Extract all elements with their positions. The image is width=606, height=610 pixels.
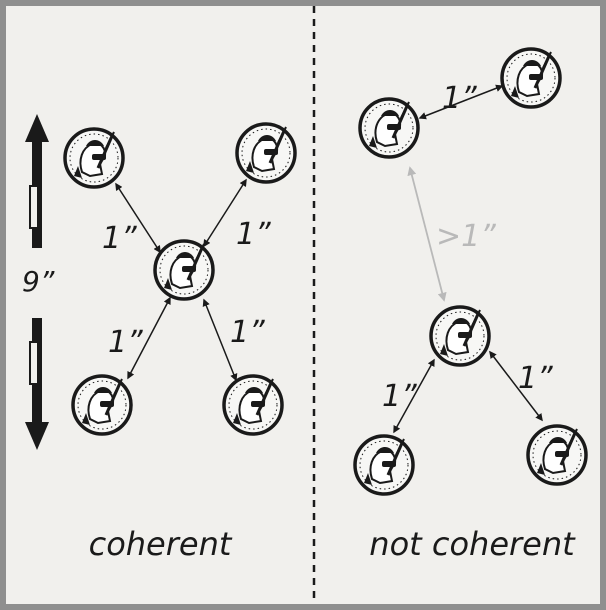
caption-not-coherent: not coherent xyxy=(369,525,576,563)
model-bottom-left xyxy=(353,434,415,496)
panel-not-coherent: 1” >1” 1” 1” not coherent xyxy=(353,47,588,563)
distance-arrow-too-far xyxy=(407,166,447,302)
caption-coherent: coherent xyxy=(89,525,233,563)
distance-arrow xyxy=(115,182,161,254)
measurement-label: 1” xyxy=(108,325,143,360)
distance-arrow xyxy=(489,350,543,422)
distance-arrow xyxy=(203,178,247,248)
measurement-label: 1” xyxy=(382,379,417,414)
model-center xyxy=(153,239,215,301)
distance-arrow xyxy=(418,84,504,120)
measurement-label: 1” xyxy=(518,361,553,396)
panel-coherent: 9” 1” 1” 1” 1” coherent xyxy=(22,114,297,563)
model-top-right xyxy=(235,122,297,184)
distance-arrow xyxy=(202,298,238,382)
model-top-right xyxy=(500,47,562,109)
model-bottom-right xyxy=(526,424,588,486)
distance-arrow xyxy=(393,358,435,434)
measurement-label: 1” xyxy=(442,81,477,116)
distance-arrow xyxy=(127,296,171,380)
measurement-label: 1” xyxy=(102,221,137,256)
model-bottom-left xyxy=(71,374,133,436)
measurement-label: 1” xyxy=(230,315,265,350)
height-label: 9” xyxy=(22,265,55,298)
height-arrow xyxy=(25,114,49,450)
model-bottom-right xyxy=(222,374,284,436)
measurement-label: 1” xyxy=(236,217,271,252)
model-top-left xyxy=(63,127,125,189)
model-center xyxy=(429,305,491,367)
model-top-left xyxy=(358,97,420,159)
measurement-label-faded: >1” xyxy=(436,219,496,254)
